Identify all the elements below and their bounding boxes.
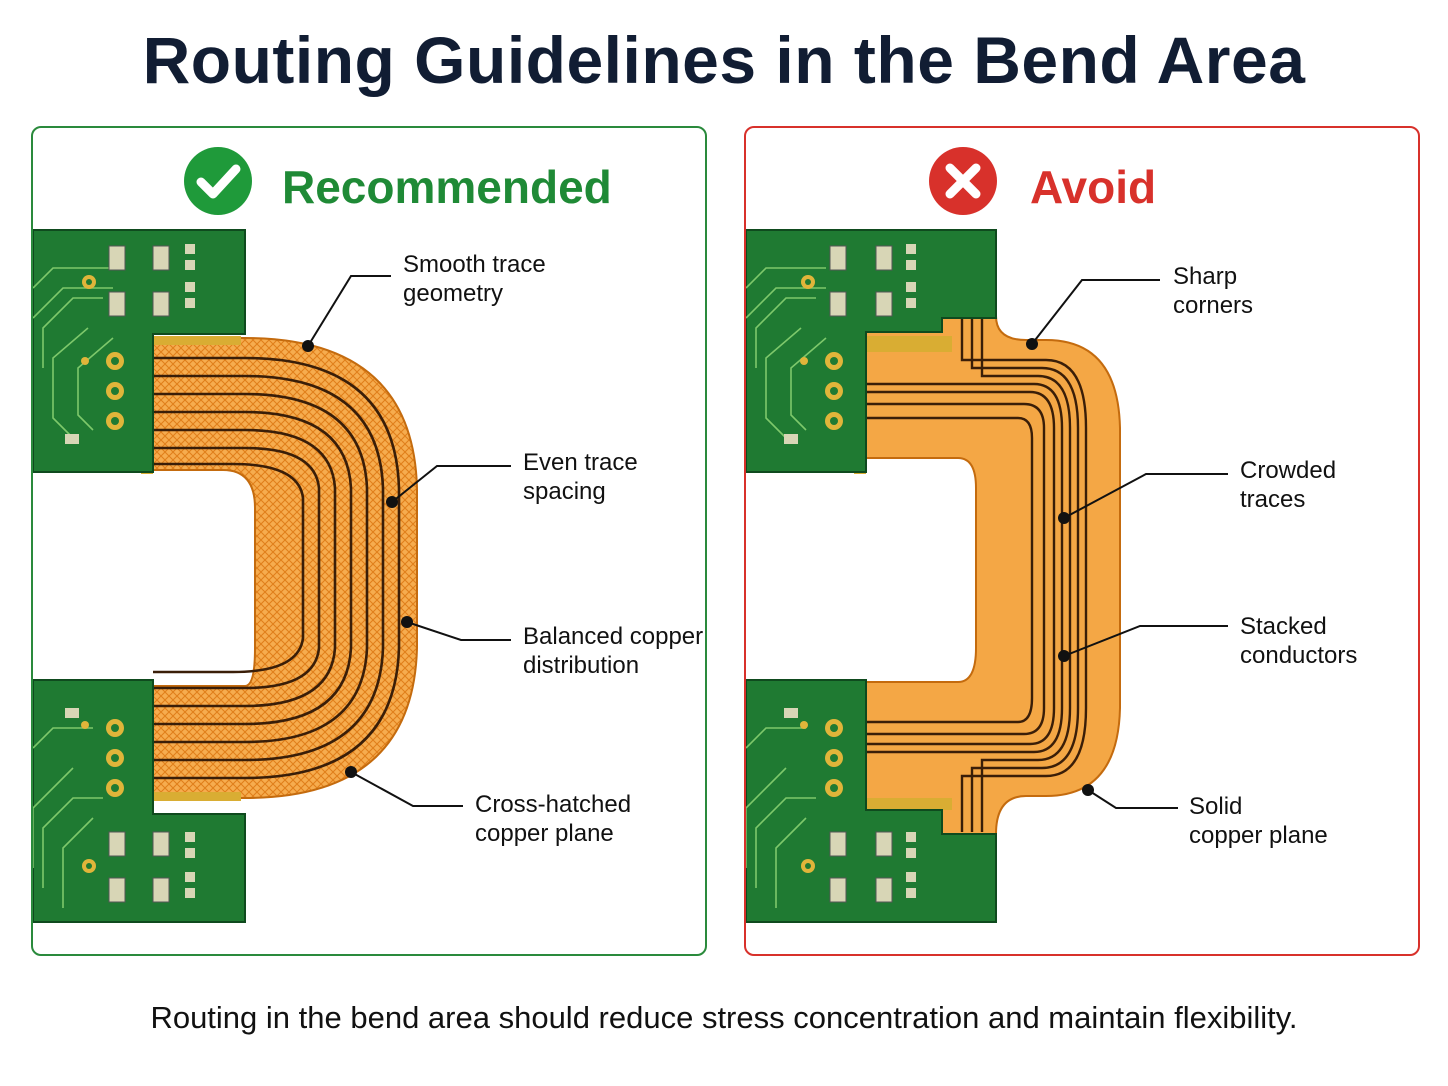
even-traces: [153, 356, 401, 780]
recommended-leader-lines: [307, 275, 511, 807]
top-rigid-board: [746, 229, 997, 473]
bottom-rigid-board: [33, 679, 246, 923]
avoid-flex-diagram: [746, 229, 1228, 923]
avoid-leader-lines: [1031, 279, 1228, 809]
avoid-heading-text: Avoid: [1030, 161, 1157, 213]
recommended-heading-text: Recommended: [282, 161, 612, 213]
avoid-heading: Avoid: [746, 138, 1418, 220]
caption: Routing in the bend area should reduce s…: [150, 1000, 1298, 1035]
avoid-panel: Avoid: [744, 126, 1420, 956]
crowded-traces: [866, 318, 1088, 832]
x-circle-icon: [929, 147, 997, 215]
recommended-flex-diagram: [33, 229, 511, 923]
solid-flex-ribbon: [865, 315, 1121, 835]
recommended-panel: Recommended: [31, 126, 707, 956]
bottom-rigid-board: [746, 679, 997, 923]
cross-hatched-flex-ribbon: [152, 337, 418, 799]
recommended-heading: Recommended: [33, 138, 705, 220]
check-circle-icon: [184, 147, 252, 215]
top-rigid-board: [33, 229, 246, 473]
page-title: Routing Guidelines in the Bend Area: [142, 23, 1306, 97]
